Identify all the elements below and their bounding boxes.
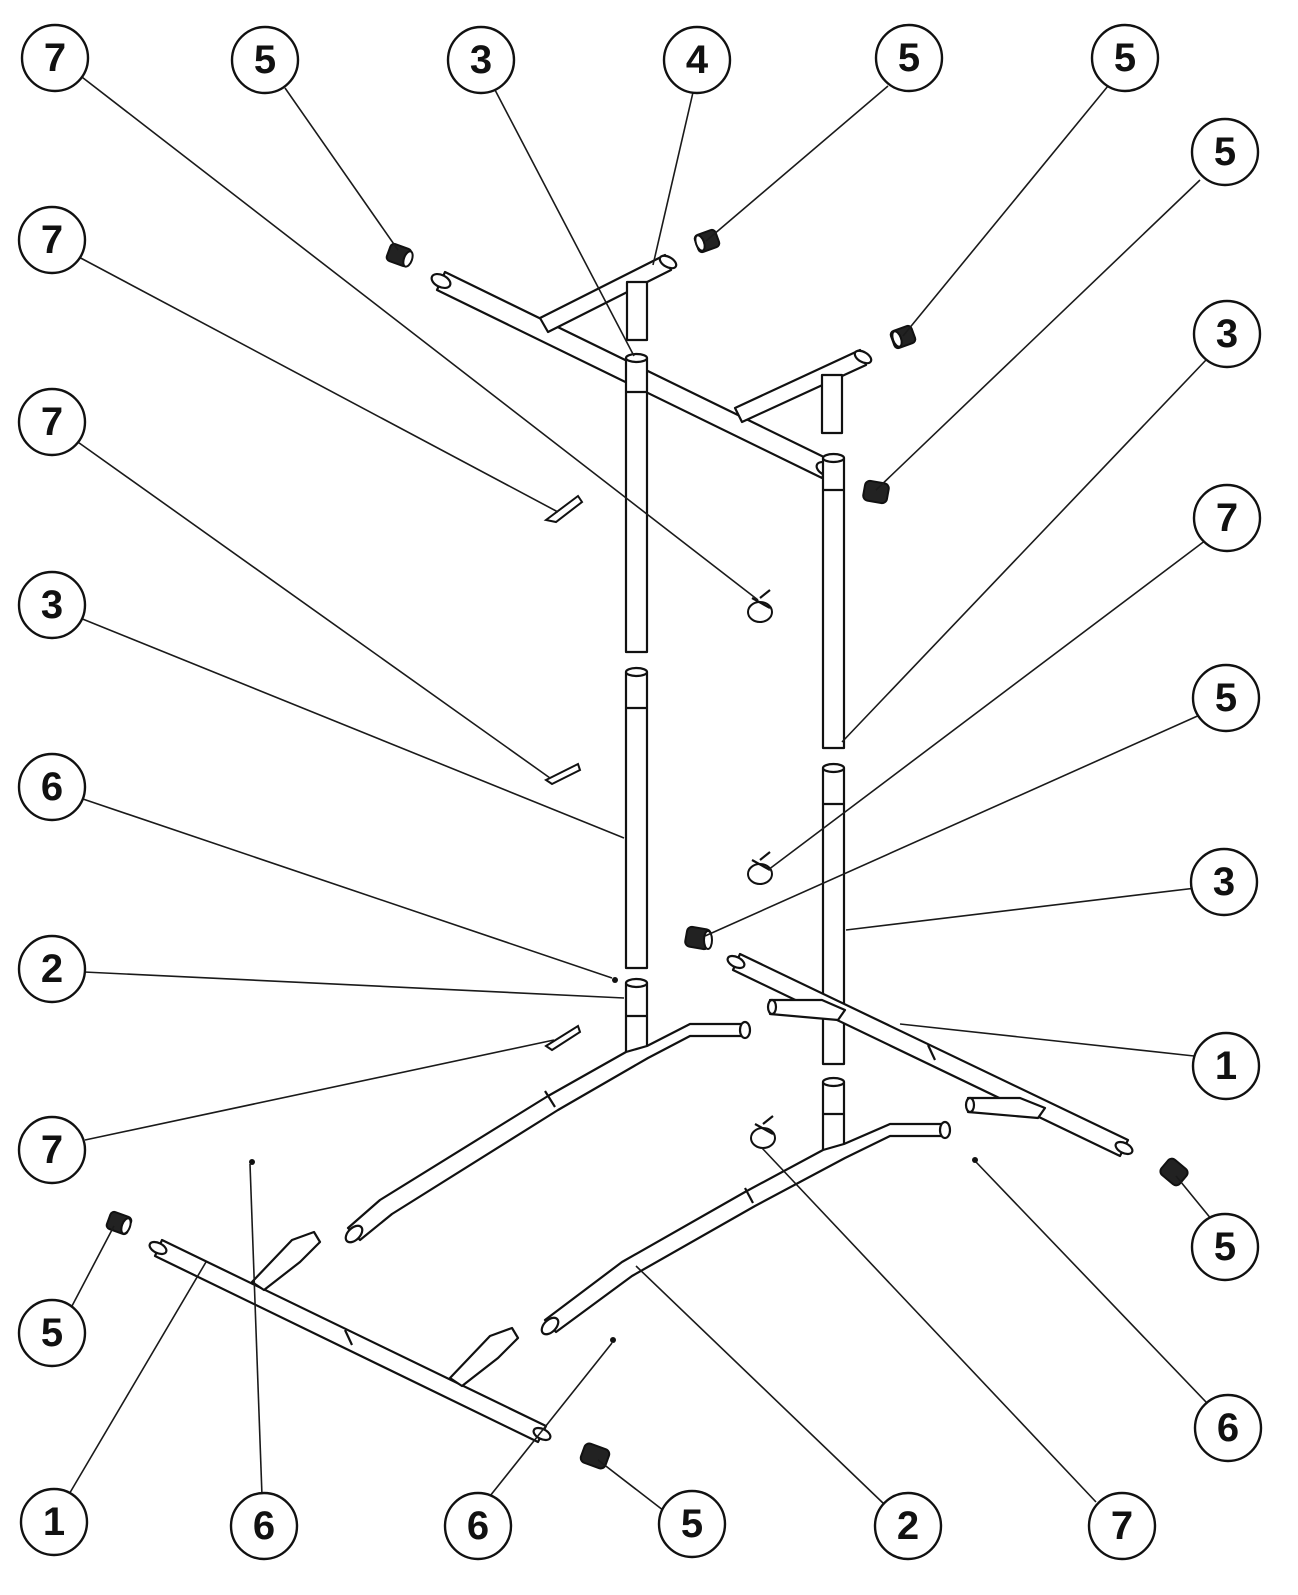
callout-3: 3 [1189,847,1259,917]
svg-text:7: 7 [41,218,63,262]
callout-1: 1 [1191,1031,1261,1101]
svg-text:5: 5 [1214,1225,1236,1269]
top-bar [430,253,873,480]
right-upright-upper [821,452,846,750]
callout-7: 7 [17,205,87,275]
svg-text:3: 3 [1213,860,1235,904]
callout-7: 7 [20,23,90,93]
leader-lines [67,73,1213,1515]
callout-5: 5 [17,1298,87,1368]
callout-5: 5 [874,23,944,93]
screw [610,1337,616,1343]
svg-text:4: 4 [686,38,709,82]
callout-5: 5 [1090,23,1160,93]
spring-clip [747,589,773,623]
spring-clips [543,494,776,1149]
callout-3: 3 [446,25,516,95]
left-base-arm [344,977,752,1244]
end-cap [1159,1157,1189,1187]
svg-text:6: 6 [253,1504,275,1548]
spring-clip [543,494,584,524]
svg-text:7: 7 [1216,496,1238,540]
end-cap [684,925,713,951]
left-foot-bar [148,1230,552,1444]
screw [612,977,618,983]
svg-text:6: 6 [467,1504,489,1548]
svg-text:5: 5 [1114,36,1136,80]
callout-5: 5 [1191,663,1261,733]
spring-clip [750,1115,776,1149]
callout-6: 6 [1193,1393,1263,1463]
svg-text:6: 6 [1217,1406,1239,1450]
svg-text:5: 5 [898,36,920,80]
svg-text:5: 5 [1215,676,1237,720]
right-base-arm [540,1076,952,1336]
callout-7: 7 [1087,1491,1157,1561]
end-cap [889,324,917,350]
callout-6: 6 [229,1491,299,1561]
spring-clip [747,851,773,885]
end-caps [105,228,1189,1470]
callout-2: 2 [873,1491,943,1561]
callout-3: 3 [1192,299,1262,369]
svg-text:2: 2 [41,947,63,991]
svg-text:1: 1 [43,1500,65,1544]
callout-1: 1 [19,1487,89,1557]
callout-5: 5 [1190,117,1260,187]
spring-clip [544,762,582,786]
left-upright-upper [624,352,649,654]
callout-6: 6 [17,752,87,822]
callout-2: 2 [17,934,87,1004]
svg-text:5: 5 [681,1502,703,1546]
svg-text:7: 7 [44,36,66,80]
svg-text:7: 7 [41,400,63,444]
callout-5: 5 [230,25,300,95]
callout-6: 6 [443,1491,513,1561]
svg-text:3: 3 [1216,312,1238,356]
screw [249,1159,255,1165]
spring-clip [544,1024,582,1052]
callout-7: 7 [17,387,87,457]
end-cap [105,1210,133,1236]
svg-text:6: 6 [41,765,63,809]
svg-text:2: 2 [897,1504,919,1548]
svg-text:5: 5 [254,38,276,82]
left-upright-middle [624,666,649,970]
parts [105,228,1189,1470]
svg-text:1: 1 [1215,1044,1237,1088]
callout-7: 7 [17,1115,87,1185]
callouts: 7 5 3 4 5 5 5 7 3 7 7 3 5 6 3 2 1 7 5 5 … [17,23,1263,1561]
right-foot-bar [726,952,1134,1158]
end-cap [385,242,414,268]
callout-5: 5 [657,1489,727,1559]
svg-text:3: 3 [41,583,63,627]
svg-text:7: 7 [1111,1504,1133,1548]
callout-4: 4 [662,25,732,95]
svg-text:3: 3 [470,38,492,82]
right-upright-middle [821,762,846,1066]
callout-3: 3 [17,570,87,640]
screws [249,977,978,1343]
screw [972,1157,978,1163]
end-cap [862,479,890,505]
callout-5: 5 [1190,1212,1260,1282]
svg-text:5: 5 [1214,130,1236,174]
callout-7: 7 [1192,483,1262,553]
svg-text:7: 7 [41,1128,63,1172]
svg-text:5: 5 [41,1311,63,1355]
